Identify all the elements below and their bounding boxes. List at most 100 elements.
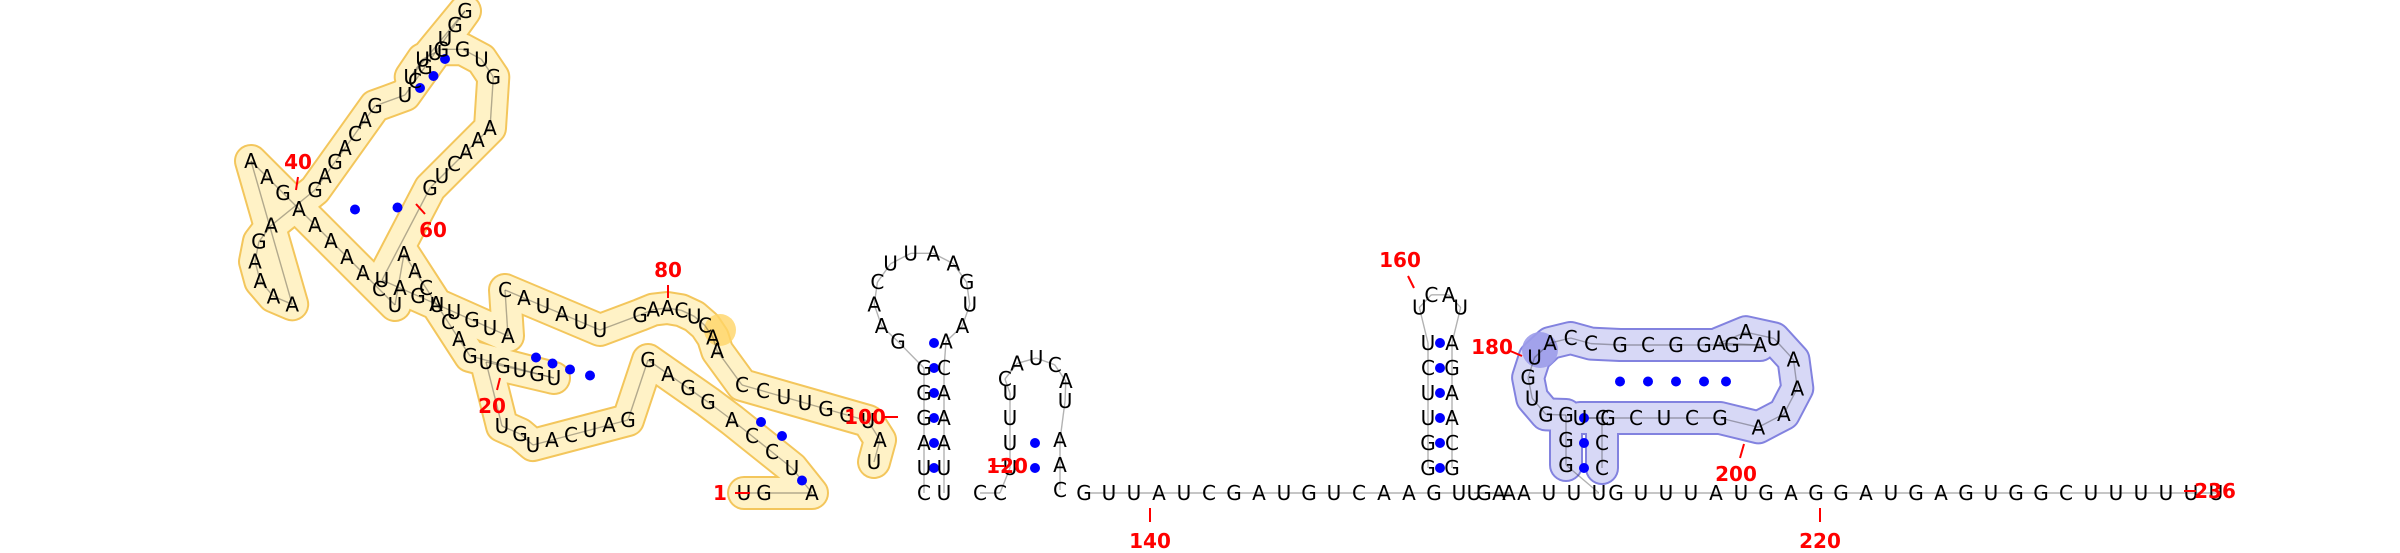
nucleotide: C (917, 481, 931, 505)
nucleotide: A (937, 381, 951, 405)
backbone-segment (519, 433, 534, 446)
yellow-hotspot (704, 314, 736, 346)
base-pair-dot (1435, 463, 1445, 473)
base-pair-dot (1615, 376, 1625, 387)
nucleotide: A (937, 406, 951, 430)
backbone-segment (354, 119, 366, 135)
nucleotide: A (358, 108, 372, 132)
nucleotide: A (285, 292, 299, 316)
backbone-segment (404, 80, 416, 96)
nucleotide: G (1612, 333, 1628, 357)
nucleotide: G (839, 403, 855, 427)
nucleotide: A (408, 259, 422, 283)
backbone-segment (751, 435, 773, 453)
nucleotide: C (564, 423, 578, 447)
nucleotide: A (1445, 381, 1459, 405)
blue-hotspot (1522, 332, 1558, 368)
backbone-segment (519, 369, 538, 375)
nucleotide: A (248, 250, 262, 274)
base-pair-dot (1579, 438, 1589, 448)
nucleotide: U (2184, 481, 2199, 505)
nucleotide: U (1884, 481, 1899, 505)
base-pair-dot (777, 431, 787, 441)
base-pair-dot (929, 388, 939, 398)
backbone-segment (1527, 357, 1536, 378)
base-pair-dot (929, 363, 939, 373)
nucleotide: A (917, 431, 931, 455)
backbone-segment (266, 176, 284, 194)
backbone-segment (1004, 378, 1011, 394)
nucleotide: A (661, 362, 675, 386)
nucleotide: U (1634, 481, 1649, 505)
backbone-segment (741, 384, 764, 392)
nucleotide: G (916, 381, 932, 405)
nucleotide: U (687, 304, 702, 328)
nucleotide: A (1010, 352, 1024, 376)
base-pair-dot (1030, 463, 1040, 473)
base-pair-dot (1721, 376, 1731, 387)
nucleotide: C (372, 277, 386, 301)
backbone-segment (716, 350, 743, 386)
backbone-lines (250, 10, 2216, 494)
nucleotide: C (1564, 326, 1578, 350)
nucleotide: C (735, 373, 749, 397)
nucleotide: U (593, 318, 608, 342)
backbone-segment (1534, 342, 1551, 358)
nucleotide: G (1444, 456, 1460, 480)
base-pair-dot (440, 54, 450, 64)
backbone-segment (362, 272, 380, 290)
nucleotide: A (244, 149, 258, 173)
nucleotide: U (937, 456, 952, 480)
base-pair-dot (929, 438, 939, 448)
backbone-segment (403, 253, 416, 272)
base-pair-dot (350, 204, 360, 215)
nucleotide: A (875, 314, 889, 338)
nucleotide: A (555, 302, 569, 326)
nucleotide: A (1445, 331, 1459, 355)
nucleotide: A (1377, 481, 1391, 505)
nucleotide: U (1567, 481, 1582, 505)
backbone-segment (532, 439, 553, 446)
nucleotide: U (1421, 331, 1436, 355)
nucleotide: A (939, 330, 953, 354)
backbone-segment (424, 52, 436, 68)
backbone-segment (344, 133, 356, 149)
nucleotide: U (883, 252, 898, 276)
nucleotide: C (1641, 333, 1655, 357)
nucleotide: A (459, 140, 473, 164)
nucleotide: A (324, 229, 338, 253)
backbone-segment (447, 321, 460, 340)
backbone-segment (254, 241, 260, 262)
nucleotide: A (1053, 428, 1067, 452)
nucleotide: U (1573, 406, 1588, 430)
nucleotide: G (251, 230, 267, 254)
backbone-segment (444, 24, 456, 40)
nucleotide: U (903, 241, 918, 265)
nucleotide: A (1442, 283, 1456, 307)
nucleotide: A (292, 197, 306, 221)
backbone-segment (965, 282, 971, 305)
base-pair-dot (1435, 338, 1445, 348)
backbone-segment (454, 10, 466, 26)
backbone-segment (704, 325, 714, 338)
nucleotide: G (1724, 333, 1740, 357)
nucleotide: A (1709, 481, 1723, 505)
nucleotide: A (340, 245, 354, 269)
nucleotide: A (1739, 320, 1753, 344)
backbone-segment (647, 359, 669, 375)
nucleotide: A (397, 242, 411, 266)
nucleotide: G (495, 354, 511, 378)
nucleotide: G (529, 362, 545, 386)
backbone-segment (707, 401, 733, 421)
nucleotide: A (1787, 348, 1801, 372)
base-pair-dot (797, 475, 807, 486)
nucleotide: C (698, 314, 712, 338)
backbone-segment (536, 373, 555, 379)
backbone-segment (667, 373, 689, 389)
backbone-segment (890, 252, 912, 265)
base-pair-dot (1579, 463, 1589, 473)
nucleotide: C (1595, 431, 1609, 455)
nucleotide: G (2033, 481, 2049, 505)
nucleotide: G (1808, 481, 1824, 505)
nucleotide: U (1467, 481, 1482, 505)
